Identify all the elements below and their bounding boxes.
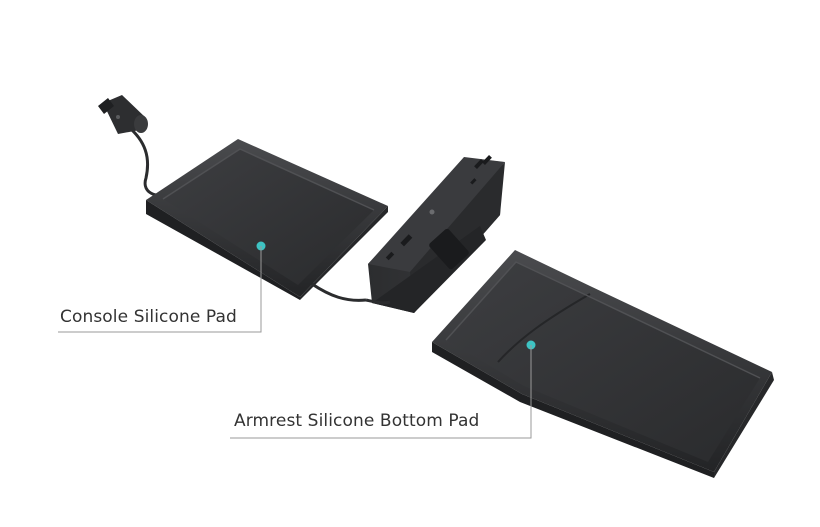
car-charger-plug xyxy=(98,95,167,197)
armrest-silicone-bottom-pad xyxy=(432,250,774,478)
armrest-pad-leader xyxy=(230,345,532,439)
console-pad-callout xyxy=(58,241,266,333)
armrest-pad-callout xyxy=(230,340,536,439)
console-pad-leader xyxy=(58,246,262,333)
console-pad-cable xyxy=(311,282,367,302)
console-silicone-pad xyxy=(146,139,388,302)
hub-cable xyxy=(365,298,391,305)
console-pad-label: Console Silicone Pad xyxy=(60,307,237,327)
armrest-pad-label: Armrest Silicone Bottom Pad xyxy=(234,411,480,431)
charger-cable xyxy=(121,120,167,197)
charging-hub xyxy=(365,155,505,313)
